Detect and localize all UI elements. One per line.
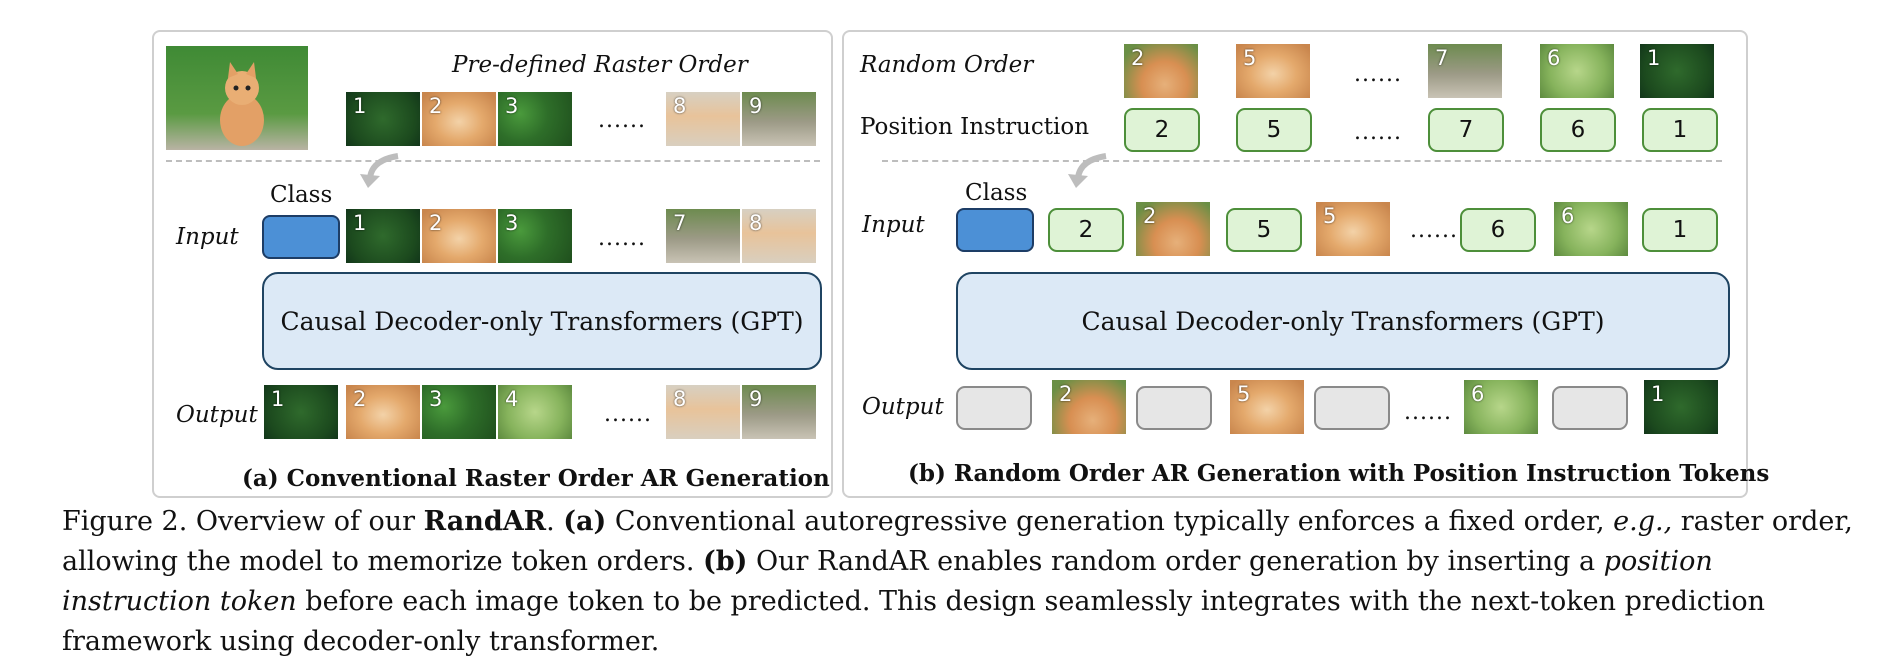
- panel-b-title: (b) Random Order AR Generation with Posi…: [908, 460, 1770, 487]
- divider: [882, 160, 1722, 162]
- ellipsis: ......: [604, 402, 652, 427]
- output-tile-1: 1: [1644, 380, 1718, 434]
- position-token: 1: [1642, 108, 1718, 152]
- panel-a-title: (a) Conventional Raster Order AR Generat…: [242, 465, 830, 492]
- ellipsis: ......: [598, 108, 646, 133]
- class-token: [956, 208, 1034, 252]
- top-tile-1: 1: [346, 92, 420, 146]
- random-tile-7: 7: [1428, 44, 1502, 98]
- position-token: 7: [1428, 108, 1504, 152]
- position-token: 5: [1236, 108, 1312, 152]
- input-position-token: 5: [1226, 208, 1302, 252]
- top-tile-8: 8: [666, 92, 740, 146]
- top-tile-9: 9: [742, 92, 816, 146]
- figure-caption: Figure 2. Overview of our RandAR. (a) Co…: [62, 506, 1853, 657]
- input-position-token: 6: [1460, 208, 1536, 252]
- raster-order-label: Pre-defined Raster Order: [452, 52, 748, 78]
- ellipsis: ......: [598, 226, 646, 251]
- output-tile-4: 4: [498, 385, 572, 439]
- output-tile-6: 6: [1464, 380, 1538, 434]
- class-token: [262, 215, 340, 259]
- random-tile-1: 1: [1640, 44, 1714, 98]
- output-label: Output: [862, 394, 944, 420]
- curved-arrow-icon: [360, 153, 399, 188]
- position-token: 2: [1124, 108, 1200, 152]
- input-tile-7: 7: [666, 209, 740, 263]
- input-tile-2: 2: [422, 209, 496, 263]
- input-tile-1: 1: [346, 209, 420, 263]
- input-tile-5: 5: [1316, 202, 1390, 256]
- output-tile-8: 8: [666, 385, 740, 439]
- input-tile-2: 2: [1136, 202, 1210, 256]
- output-tile-3: 3: [422, 385, 496, 439]
- input-tile-3: 3: [498, 209, 572, 263]
- output-placeholder: [956, 386, 1032, 430]
- random-order-label: Random Order: [860, 52, 1034, 78]
- input-tile-8: 8: [742, 209, 816, 263]
- output-tile-2: 2: [1052, 380, 1126, 434]
- divider: [166, 160, 820, 162]
- output-label: Output: [176, 402, 258, 428]
- class-label: Class: [270, 182, 333, 208]
- ellipsis: ......: [1354, 120, 1402, 145]
- position-instruction-label: Position Instruction: [860, 114, 1090, 140]
- output-placeholder: [1136, 386, 1212, 430]
- input-label: Input: [862, 212, 925, 238]
- random-tile-5: 5: [1236, 44, 1310, 98]
- input-label: Input: [176, 224, 239, 250]
- output-tile-9: 9: [742, 385, 816, 439]
- position-token: 6: [1540, 108, 1616, 152]
- ellipsis: ......: [1354, 62, 1402, 87]
- output-tile-1: 1: [264, 385, 338, 439]
- transformer-block: Causal Decoder-only Transformers (GPT): [262, 272, 822, 370]
- random-tile-2: 2: [1124, 44, 1198, 98]
- output-placeholder: [1314, 386, 1390, 430]
- kitten-image: [166, 46, 308, 150]
- curved-arrow-icon: [1068, 153, 1107, 188]
- output-tile-2: 2: [346, 385, 420, 439]
- input-position-token: 2: [1048, 208, 1124, 252]
- class-label: Class: [965, 180, 1028, 206]
- top-tile-3: 3: [498, 92, 572, 146]
- input-tile-6: 6: [1554, 202, 1628, 256]
- output-placeholder: [1552, 386, 1628, 430]
- ellipsis: ......: [1404, 400, 1452, 425]
- ellipsis: ......: [1410, 218, 1458, 243]
- output-tile-5: 5: [1230, 380, 1304, 434]
- top-tile-2: 2: [422, 92, 496, 146]
- transformer-block: Causal Decoder-only Transformers (GPT): [956, 272, 1730, 370]
- input-position-token: 1: [1642, 208, 1718, 252]
- random-tile-6: 6: [1540, 44, 1614, 98]
